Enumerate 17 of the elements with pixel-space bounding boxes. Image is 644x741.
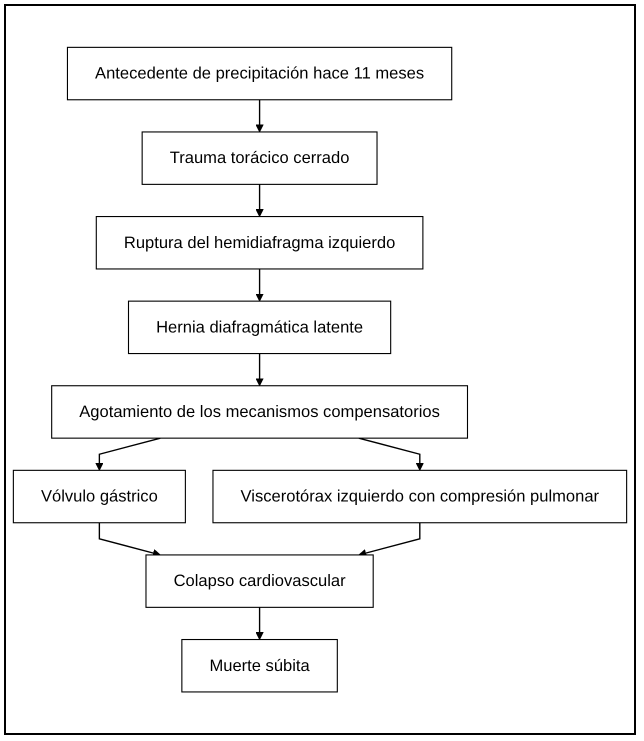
arrow [256,100,264,132]
node-box [51,385,468,439]
arrow [256,184,264,217]
arrow [358,437,424,471]
node-box [128,300,392,354]
node-box [142,131,378,185]
node-box [96,216,424,270]
arrow [256,268,264,302]
node-box [212,470,628,524]
node-box [181,638,338,692]
node-box [12,470,186,524]
node-box [66,46,452,100]
arrow [256,607,264,640]
node-box [145,554,374,608]
arrow [95,437,160,471]
arrow [256,353,264,386]
diagram-frame: Antecedente de precipitación hace 11 meses Trauma torácico cerrado Ruptura del hemidiafragma izquierdo Hernia diafragmática latente Agotamiento de los mecanismos compensatorios Vólvulo gástrico Viscerotórax izquierdo con compresión pulmonar Colapso cardiovascular Muerte súbita [4,4,636,735]
